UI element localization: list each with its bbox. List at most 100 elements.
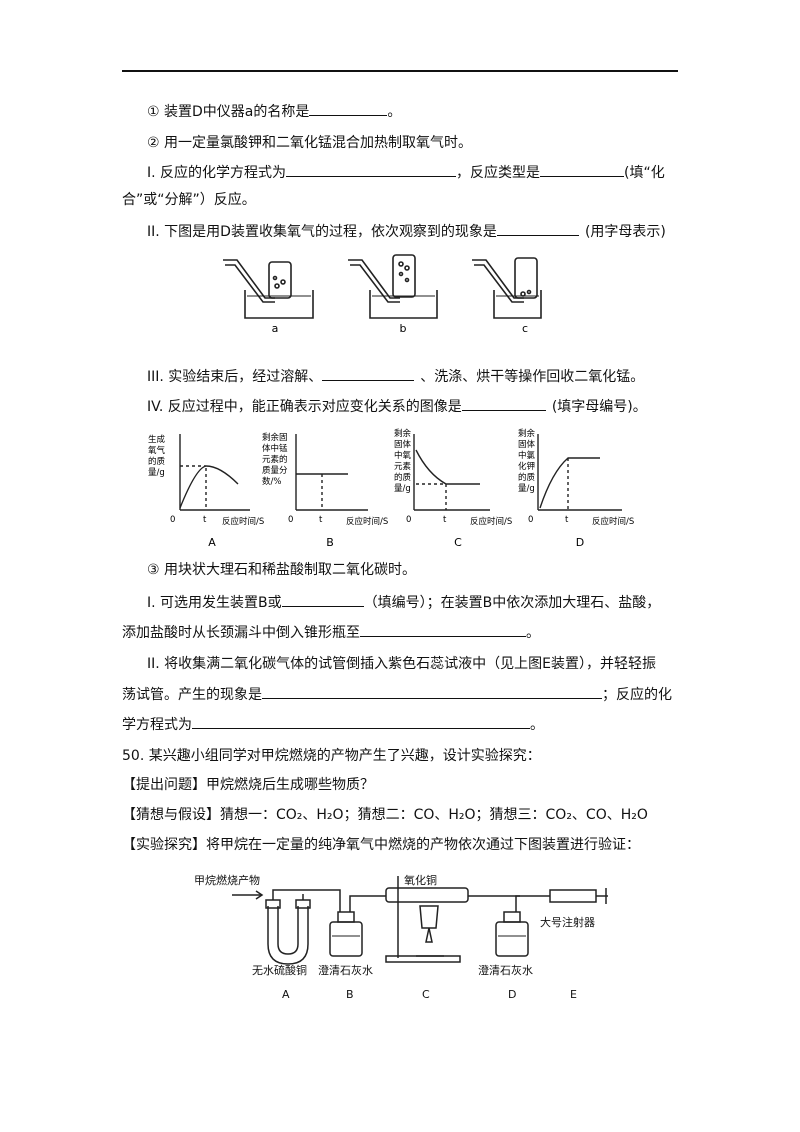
graph-d-origin: 0 xyxy=(528,515,533,525)
part3-ii-cont-post: ；反应的化 xyxy=(602,687,672,703)
part3-i-cont-text: 添加盐酸时从长颈漏斗中倒入锥形瓶至 xyxy=(122,625,360,641)
punct: 。 xyxy=(526,625,540,641)
graph-c-letter: C xyxy=(454,536,462,549)
label-letter-b: B xyxy=(346,988,354,1001)
part3-i-text: I. 可选用发生装置B或 xyxy=(147,595,282,611)
graph-d-ylabel-4: 化钾 xyxy=(518,461,535,472)
graph-b-ylabel-4: 质量分 xyxy=(262,465,288,476)
part3-ii-cont2: 学方程式为 。 xyxy=(122,714,544,735)
item-3: ③ 用块状大理石和稀盐酸制取二氧化碳时。 xyxy=(147,562,416,578)
graph-c-ylabel-1: 剩余 xyxy=(394,428,412,439)
q50-intro: 50. 某兴趣小组同学对甲烷燃烧的产物产生了兴趣，设计实验探究： xyxy=(122,748,541,764)
graph-a-letter: A xyxy=(208,536,216,549)
sub-i: I. 反应的化学方程式为 ，反应类型是 (填“化 xyxy=(147,162,665,183)
sub-iii: III. 实验结束后，经过溶解、 、洗涤、烘干等操作回收二氧化锰。 xyxy=(147,366,644,387)
label-limewater-d: 澄清石灰水 xyxy=(478,963,533,977)
sub-iii-text: III. 实验结束后，经过溶解、 xyxy=(147,369,323,385)
graphs-figure: 生成 氧气 的质 量/g 0 t 反应时间/S 剩余固 体中锰 元素的 质量分 … xyxy=(148,428,634,549)
sub-i-text: I. 反应的化学方程式为 xyxy=(147,165,287,181)
sub-ii-post: (用字母表示) xyxy=(584,224,666,240)
reaction-type-blank[interactable] xyxy=(540,162,625,177)
graph-a-xlabel: 反应时间/S xyxy=(222,516,264,527)
item-1: ① 装置D中仪器a的名称是 。 xyxy=(147,101,401,122)
q50-hypothesis: 【猜想与假设】猜想一：CO₂、H₂O；猜想二：CO、H₂O；猜想三：CO₂、CO… xyxy=(122,807,648,823)
label-anhydrous-copper-sulfate: 无水硫酸铜 xyxy=(252,963,307,977)
label-syringe: 大号注射器 xyxy=(540,915,595,929)
acid-level-blank[interactable] xyxy=(360,622,526,637)
graph-a-ylabel-4: 量/g xyxy=(148,468,165,478)
graph-a-t: t xyxy=(203,515,207,525)
part3-ii: II. 将收集满二氧化碳气体的试管倒插入紫色石蕊试液中（见上图E装置），并轻轻振 xyxy=(147,656,657,672)
graph-c-ylabel-5: 的质 xyxy=(394,472,412,483)
punct: 。 xyxy=(387,104,402,120)
graph-b-ylabel-2: 体中锰 xyxy=(262,443,288,454)
graph-choice-blank[interactable] xyxy=(461,396,546,411)
q50-explore: 【实验探究】将甲烷在一定量的纯净氧气中燃烧的产物依次通过下图装置进行验证： xyxy=(122,837,640,853)
graph-a-ylabel-3: 的质 xyxy=(148,456,166,467)
equation-blank[interactable] xyxy=(286,162,457,177)
part3-ii-cont2-text: 学方程式为 xyxy=(122,717,192,733)
graph-d-ylabel-5: 的质 xyxy=(518,472,536,483)
sub-i-cont: 合”或“分解”）反应。 xyxy=(122,192,256,208)
fig1-label-a: a xyxy=(272,322,279,335)
co2-equation-blank[interactable] xyxy=(192,714,530,729)
graph-a-ylabel-1: 生成 xyxy=(148,434,166,445)
label-limewater-b: 澄清石灰水 xyxy=(318,963,373,977)
part3-i-cont: 添加盐酸时从长颈漏斗中倒入锥形瓶至 。 xyxy=(122,622,540,643)
sub-i-mid: ，反应类型是 xyxy=(456,165,541,181)
header-rule xyxy=(122,70,678,72)
graph-b-ylabel-3: 元素的 xyxy=(262,454,288,465)
graph-b-ylabel-1: 剩余固 xyxy=(262,432,288,443)
graph-b-t: t xyxy=(319,515,323,525)
phenomenon-blank[interactable] xyxy=(496,221,579,236)
part3-ii-cont-text: 荡试管。产生的现象是 xyxy=(122,687,262,703)
sub-iv-post: (填字母编号)。 xyxy=(551,399,647,415)
graph-c-ylabel-3: 中氧 xyxy=(394,450,412,461)
graph-d-t: t xyxy=(565,515,569,525)
graph-c-ylabel-6: 量/g xyxy=(394,484,411,494)
gas-collection-figure: a b c xyxy=(223,254,542,335)
observation-blank[interactable] xyxy=(262,684,602,699)
apparatus-figure: 甲烷燃烧产物 氧化铜 大号注射器 无水硫酸铜 澄清石灰水 澄清石灰水 A B C… xyxy=(194,873,608,1001)
graph-d-letter: D xyxy=(576,536,584,549)
graph-a-origin: 0 xyxy=(170,515,175,525)
part3-i-post: （填编号）；在装置B中依次添加大理石、盐酸， xyxy=(363,595,661,611)
graph-c-origin: 0 xyxy=(406,515,411,525)
apparatus-blank[interactable] xyxy=(281,592,364,607)
graph-d-ylabel-6: 量/g xyxy=(518,484,535,494)
graph-b-letter: B xyxy=(326,536,334,549)
label-letter-e: E xyxy=(570,988,577,1001)
item-2: ② 用一定量氯酸钾和二氧化锰混合加热制取氧气时。 xyxy=(147,135,472,151)
fig1-label-b: b xyxy=(400,322,407,335)
label-letter-c: C xyxy=(422,988,430,1001)
item-1-text: ① 装置D中仪器a的名称是 xyxy=(147,104,310,120)
sub-iv: IV. 反应过程中，能正确表示对应变化关系的图像是 (填字母编号)。 xyxy=(147,396,647,417)
graph-d-ylabel-3: 中氯 xyxy=(518,450,536,461)
sub-iv-text: IV. 反应过程中，能正确表示对应变化关系的图像是 xyxy=(147,399,462,415)
graph-c-ylabel-4: 元素 xyxy=(394,461,412,472)
graph-d-xlabel: 反应时间/S xyxy=(592,516,634,527)
graph-d-ylabel-1: 剩余 xyxy=(518,428,536,439)
fig1-label-c: c xyxy=(522,322,528,335)
graph-a-ylabel-2: 氧气 xyxy=(148,445,166,456)
graph-b-origin: 0 xyxy=(288,515,293,525)
sub-ii-text: II. 下图是用D装置收集氧气的过程，依次观察到的现象是 xyxy=(147,224,497,240)
graph-b-xlabel: 反应时间/S xyxy=(346,516,388,527)
sub-i-post: (填“化 xyxy=(624,165,665,181)
part3-i: I. 可选用发生装置B或 （填编号）；在装置B中依次添加大理石、盐酸， xyxy=(147,592,660,613)
part3-ii-cont: 荡试管。产生的现象是 ；反应的化 xyxy=(122,684,672,705)
graph-c-xlabel: 反应时间/S xyxy=(470,516,512,527)
sub-iii-post: 、洗涤、烘干等操作回收二氧化锰。 xyxy=(420,369,645,385)
label-letter-d: D xyxy=(508,988,516,1001)
label-methane-products: 甲烷燃烧产物 xyxy=(194,873,260,887)
punct: 。 xyxy=(530,717,544,733)
answer-blank[interactable] xyxy=(309,101,388,116)
graph-c-ylabel-2: 固体 xyxy=(394,439,412,450)
operation-blank[interactable] xyxy=(322,366,415,381)
sub-ii: II. 下图是用D装置收集氧气的过程，依次观察到的现象是 (用字母表示) xyxy=(147,221,666,242)
graph-b-ylabel-5: 数/% xyxy=(262,476,281,487)
label-letter-a: A xyxy=(282,988,290,1001)
q50-question: 【提出问题】甲烷燃烧后生成哪些物质？ xyxy=(122,777,374,793)
label-copper-oxide: 氧化铜 xyxy=(404,873,437,887)
graph-d-ylabel-2: 固体 xyxy=(518,439,536,450)
